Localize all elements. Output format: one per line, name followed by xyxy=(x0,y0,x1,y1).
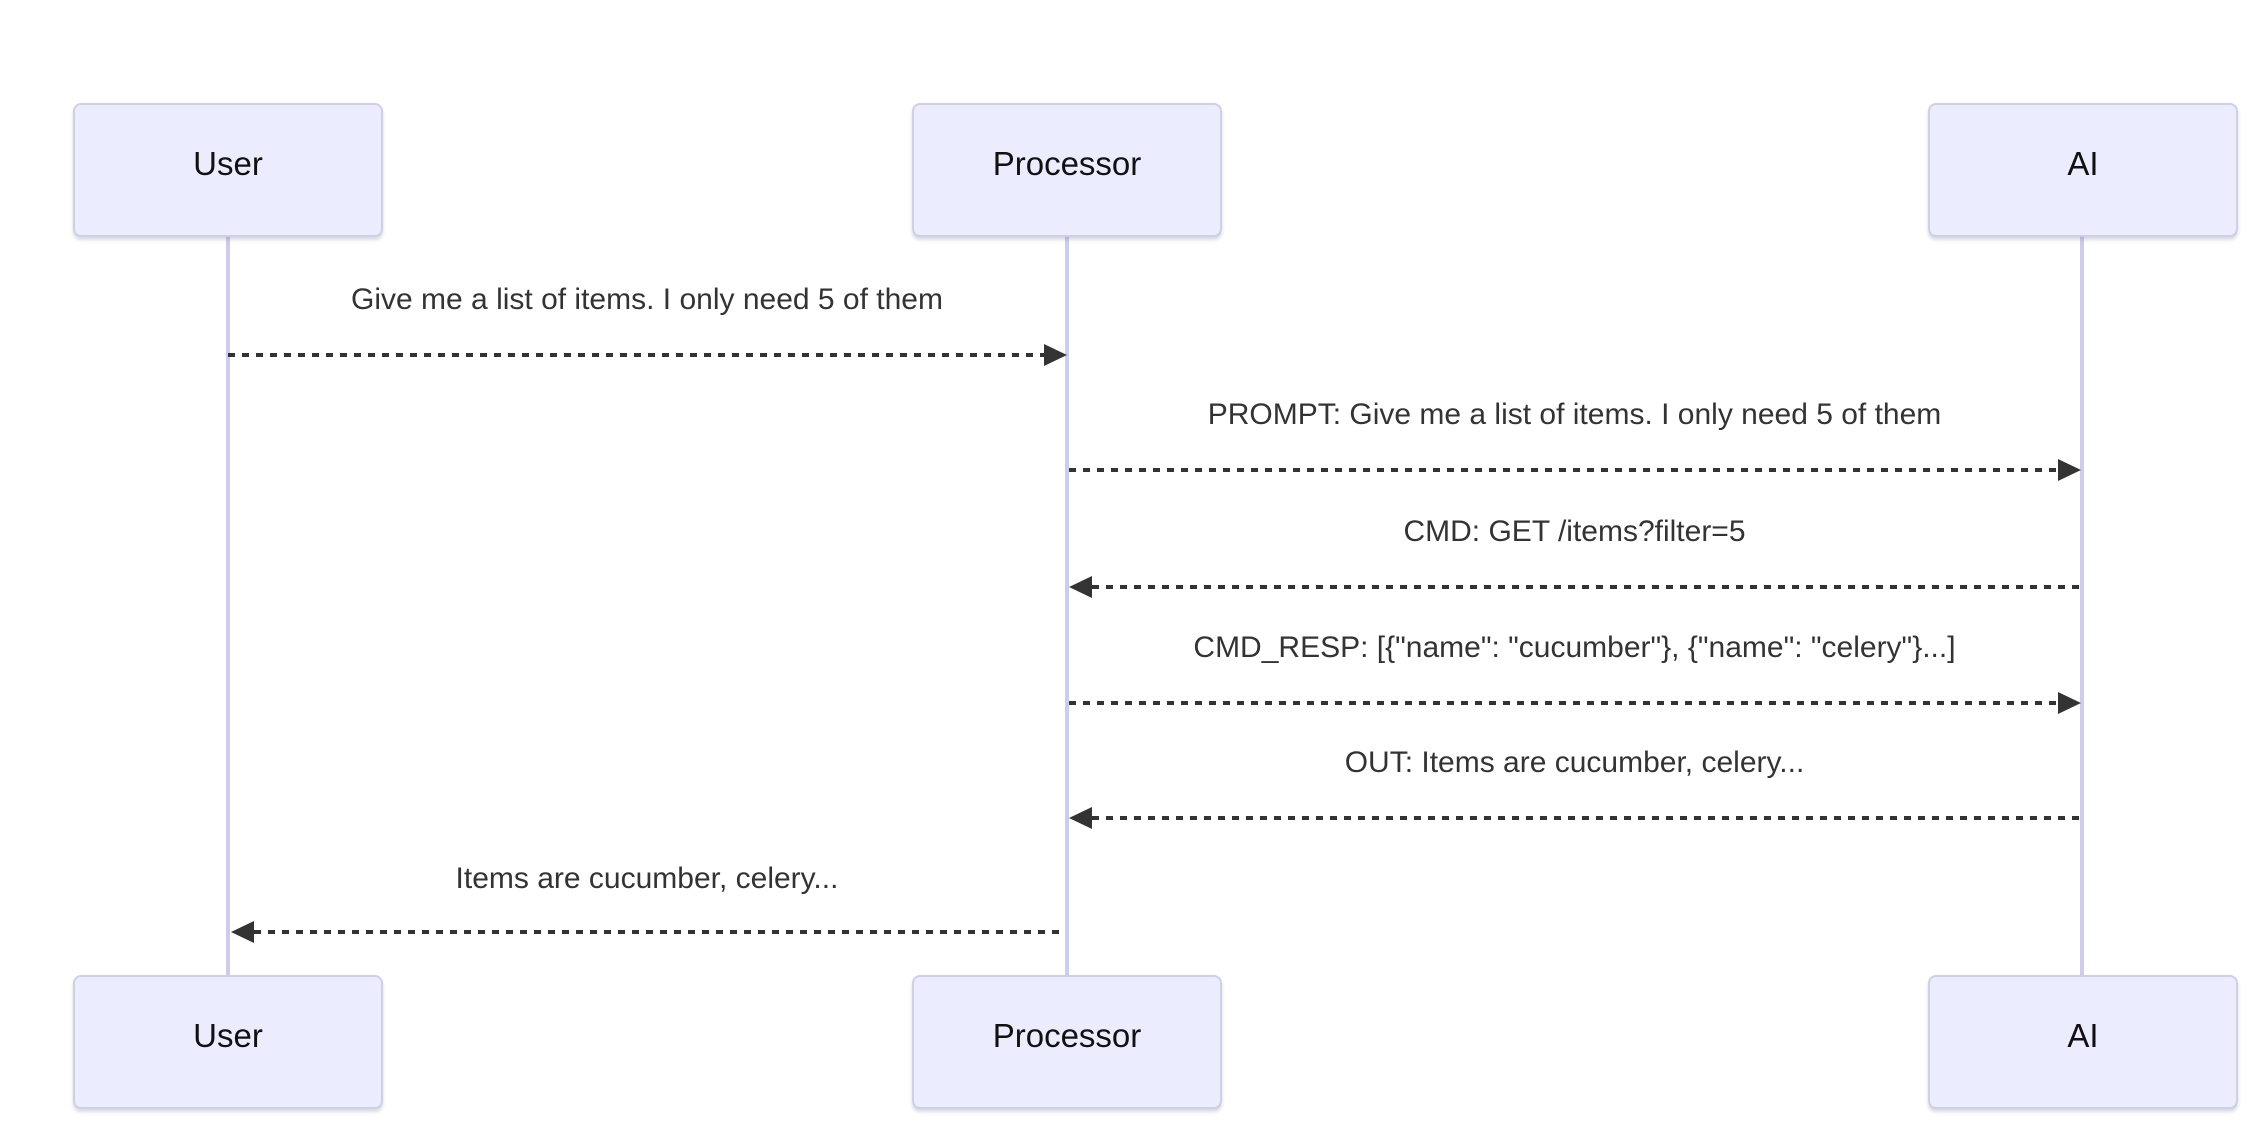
actor-box-user-top: User xyxy=(73,103,383,237)
message-1-label: Give me a list of items. I only need 5 o… xyxy=(351,283,943,316)
actor-label-ai-top: AI xyxy=(2067,145,2099,182)
actor-label-user-bottom: User xyxy=(193,1017,263,1054)
message-6-label: Items are cucumber, celery... xyxy=(455,862,839,895)
message-3-label: CMD: GET /items?filter=5 xyxy=(1403,515,1746,548)
message-5-line xyxy=(1092,816,2082,820)
message-2-label: PROMPT: Give me a list of items. I only … xyxy=(1207,398,1942,431)
message-3-line xyxy=(1092,585,2082,589)
message-3-arrowhead-left-icon xyxy=(1069,576,1092,598)
actor-label-ai-bottom: AI xyxy=(2067,1017,2099,1054)
message-5-arrowhead-left-icon xyxy=(1069,807,1092,829)
actor-label-user-top: User xyxy=(193,145,263,182)
actor-box-ai-bottom: AI xyxy=(1928,975,2238,1109)
user-lifeline xyxy=(226,237,230,975)
actor-box-processor-top: Processor xyxy=(912,103,1222,237)
message-2-arrowhead-right-icon xyxy=(2058,459,2081,481)
actor-label-processor-bottom: Processor xyxy=(992,1017,1142,1054)
actor-box-user-bottom: User xyxy=(73,975,383,1109)
message-4-arrowhead-right-icon xyxy=(2058,692,2081,714)
message-1-arrowhead-right-icon xyxy=(1044,344,1067,366)
message-2-line xyxy=(1069,468,2059,472)
actor-label-processor-top: Processor xyxy=(992,145,1142,182)
ai-lifeline xyxy=(2080,237,2084,975)
message-4-label: CMD_RESP: [{"name": "cucumber"}, {"name"… xyxy=(1193,631,1956,664)
message-6-line xyxy=(254,930,1065,934)
actor-box-processor-bottom: Processor xyxy=(912,975,1222,1109)
actor-box-ai-top: AI xyxy=(1928,103,2238,237)
message-4-line xyxy=(1069,701,2059,705)
message-5-label: OUT: Items are cucumber, celery... xyxy=(1344,746,1805,779)
processor-lifeline xyxy=(1065,237,1069,975)
message-6-arrowhead-left-icon xyxy=(231,921,254,943)
message-1-line xyxy=(228,353,1045,357)
